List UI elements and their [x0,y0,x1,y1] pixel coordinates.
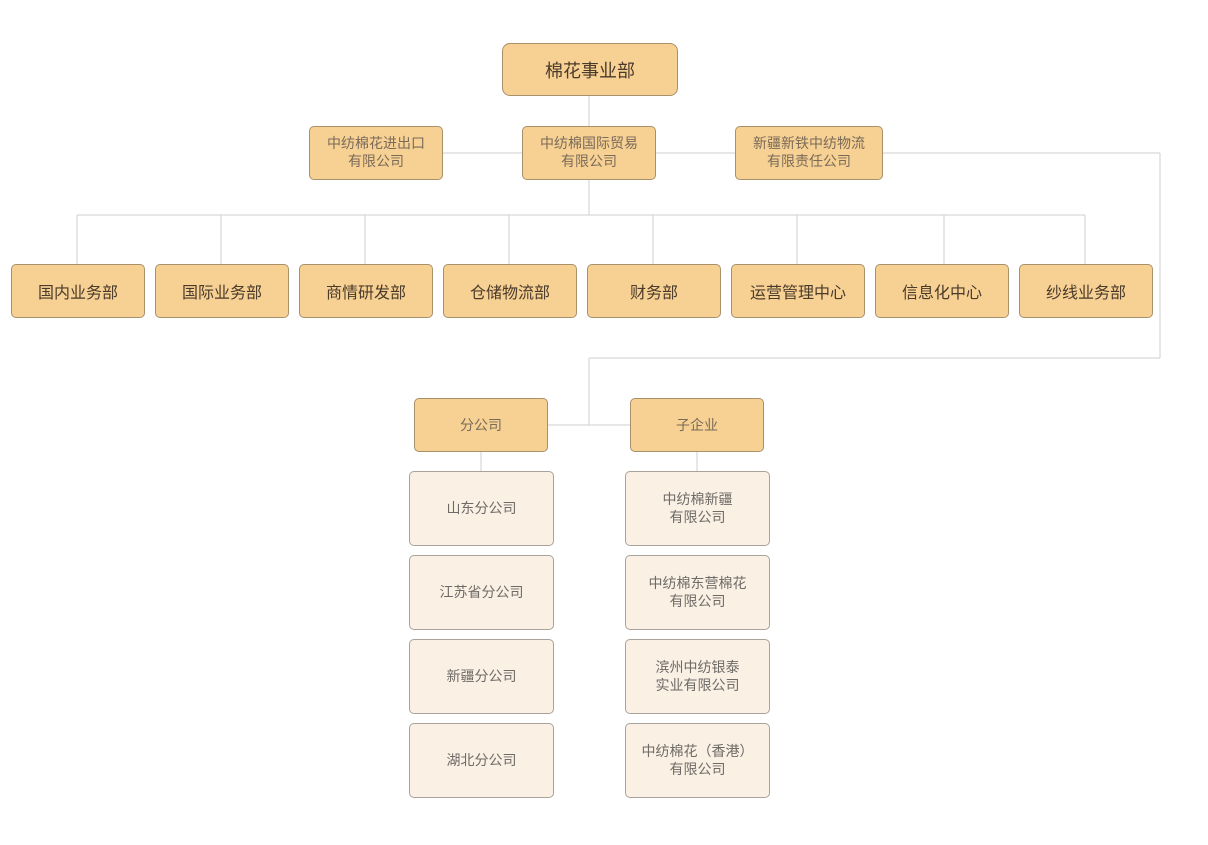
company-node-logistics: 新疆新铁中纺物流 有限责任公司 [735,126,883,180]
branch-node: 山东分公司 [409,471,554,546]
subsidiary-node: 滨州中纺银泰 实业有限公司 [625,639,770,714]
department-node: 信息化中心 [875,264,1009,318]
root-node: 棉花事业部 [502,43,678,96]
department-node: 运营管理中心 [731,264,865,318]
department-node: 国际业务部 [155,264,289,318]
subsidiary-node: 中纺棉东营棉花 有限公司 [625,555,770,630]
subsidiary-group-node: 子企业 [630,398,764,452]
branch-node: 新疆分公司 [409,639,554,714]
branch-node: 江苏省分公司 [409,555,554,630]
subsidiary-node: 中纺棉花（香港） 有限公司 [625,723,770,798]
branch-node: 湖北分公司 [409,723,554,798]
subsidiary-node: 中纺棉新疆 有限公司 [625,471,770,546]
company-node-export: 中纺棉花进出口 有限公司 [309,126,443,180]
department-node: 商情研发部 [299,264,433,318]
branch-group-node: 分公司 [414,398,548,452]
department-node: 财务部 [587,264,721,318]
department-node: 纱线业务部 [1019,264,1153,318]
company-node-trade: 中纺棉国际贸易 有限公司 [522,126,656,180]
department-node: 仓储物流部 [443,264,577,318]
department-node: 国内业务部 [11,264,145,318]
